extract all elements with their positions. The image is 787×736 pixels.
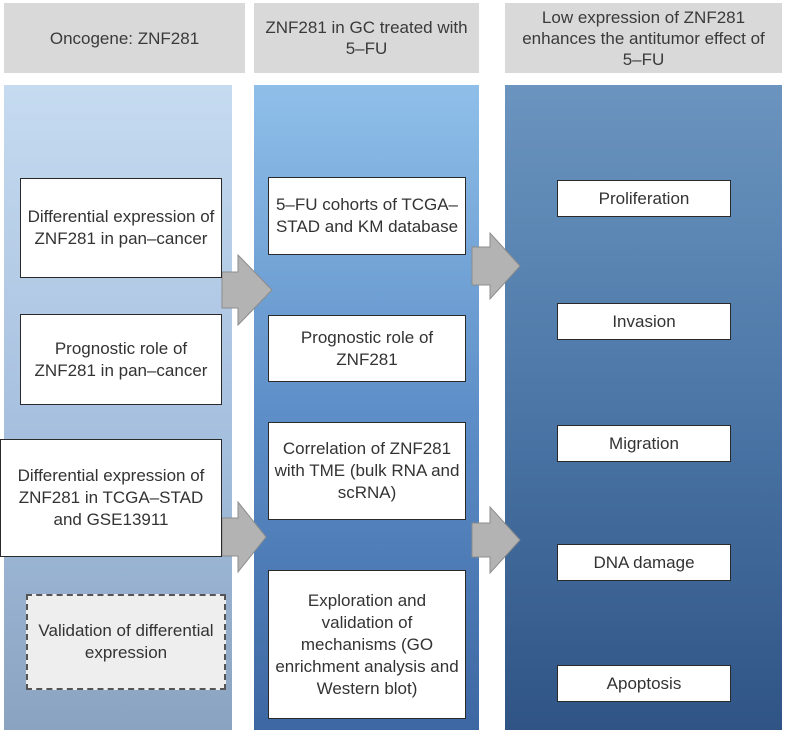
box-label: Prognostic role of ZNF281 — [300, 327, 434, 369]
box-mechanisms: Exploration and validation of mechanisms… — [268, 570, 466, 719]
box-5fu-cohorts: 5–FU cohorts of TCGA–STAD and KM databas… — [268, 177, 466, 255]
header-antitumor-effect: Low expression of ZNF281 enhances the an… — [505, 3, 782, 73]
box-pan-cancer-prognosis: Prognostic role of ZNF281 in pan–cancer — [20, 314, 222, 405]
box-label: Migration — [609, 433, 679, 453]
box-tcga-stad-expression: Differential expression of ZNF281 in TCG… — [0, 439, 222, 557]
header-oncogene: Oncogene: ZNF281 — [4, 3, 245, 73]
box-label: Invasion — [612, 311, 676, 331]
box-dna-damage: DNA damage — [557, 544, 731, 581]
box-apoptosis: Apoptosis — [557, 665, 731, 702]
box-label: 5–FU cohorts of TCGA–STAD and KM databas… — [275, 195, 459, 236]
box-label: Exploration and validation of mechanisms… — [275, 590, 459, 698]
box-validation: Validation of differential expression — [26, 594, 226, 690]
box-tme-correlation: Correlation of ZNF281 with TME (bulk RNA… — [268, 422, 466, 520]
box-pan-cancer-expression: Differential expression of ZNF281 in pan… — [20, 178, 222, 278]
box-proliferation: Proliferation — [557, 180, 731, 217]
box-label: Validation of differential expression — [38, 621, 214, 662]
box-migration: Migration — [557, 425, 731, 462]
box-label: Differential expression of ZNF281 in pan… — [27, 207, 215, 248]
box-label: Prognostic role of ZNF281 in pan–cancer — [34, 338, 208, 380]
header-5fu-treatment: ZNF281 in GC treated with 5–FU — [254, 3, 479, 73]
box-label: Apoptosis — [606, 673, 682, 693]
box-label: Proliferation — [598, 188, 690, 208]
box-znf281-prognosis: Prognostic role of ZNF281 — [268, 315, 466, 382]
box-label: DNA damage — [593, 552, 695, 572]
box-label: Correlation of ZNF281 with TME (bulk RNA… — [274, 439, 460, 502]
box-label: Differential expression of ZNF281 in TCG… — [17, 466, 205, 529]
box-invasion: Invasion — [557, 303, 731, 340]
